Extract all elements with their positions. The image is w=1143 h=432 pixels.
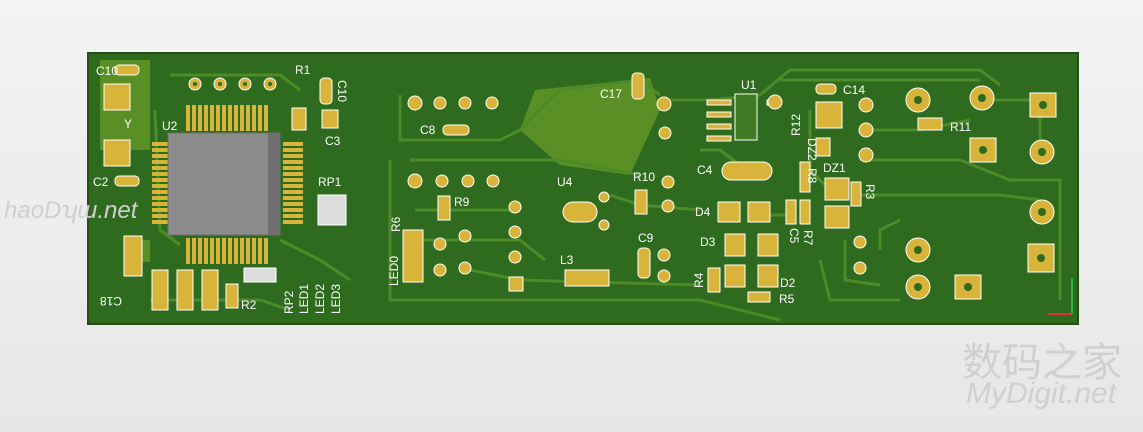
watermark-mydigit-site: MyDigit.net [966, 377, 1117, 410]
label-c14: C14 [843, 83, 865, 97]
axis-indicator [1048, 278, 1073, 315]
label-c10-rotated: C10 [335, 80, 349, 102]
pads [103, 64, 1057, 311]
label-l3: L3 [560, 253, 574, 267]
label-c17: C17 [600, 87, 622, 101]
label-c9: C9 [638, 231, 654, 245]
label-y: Y [124, 117, 132, 131]
label-d3: D3 [700, 235, 716, 249]
label-r3: R3 [863, 184, 877, 200]
label-dz2: DZ2 [805, 138, 819, 161]
label-u1: U1 [741, 78, 757, 92]
label-c4: C4 [697, 163, 713, 177]
label-c8: C8 [420, 123, 436, 137]
label-led2: LED2 [313, 284, 327, 314]
label-r6: R6 [389, 216, 403, 232]
label-u2: U2 [162, 119, 178, 133]
label-c10: C10 [96, 64, 118, 78]
label-r7: R7 [801, 230, 815, 246]
label-r8: R8 [805, 168, 819, 184]
label-r12: R12 [789, 114, 803, 136]
label-d4: D4 [695, 205, 711, 219]
u2-chip [152, 105, 303, 264]
label-dz1: DZ1 [823, 161, 846, 175]
label-r5: R5 [779, 292, 795, 306]
label-r9: R9 [454, 195, 470, 209]
label-led1: LED1 [297, 284, 311, 314]
label-c5: C5 [787, 228, 801, 244]
label-rp1: RP1 [318, 175, 342, 189]
silkscreen: C10 Y C2 U2 R1 C10 C3 RP1 C18 R2 RP2 LED… [93, 63, 971, 314]
label-r10: R10 [633, 170, 655, 184]
drill-holes [193, 82, 1047, 291]
label-c2: C2 [93, 175, 109, 189]
label-led0: LED0 [387, 256, 401, 286]
label-u4: U4 [557, 175, 573, 189]
label-r1: R1 [295, 63, 311, 77]
watermark-haodi: haoDʮɯ.net [4, 197, 138, 224]
label-d2: D2 [780, 276, 796, 290]
label-c3: C3 [325, 134, 341, 148]
label-led3: LED3 [329, 284, 343, 314]
label-rp2: RP2 [282, 290, 296, 314]
label-r4: R4 [692, 272, 706, 288]
label-r2: R2 [241, 298, 257, 312]
label-r11: R11 [950, 120, 971, 134]
watermark-mydigit-cn: 数码之家 [962, 340, 1122, 386]
label-c18: C18 [100, 294, 122, 308]
